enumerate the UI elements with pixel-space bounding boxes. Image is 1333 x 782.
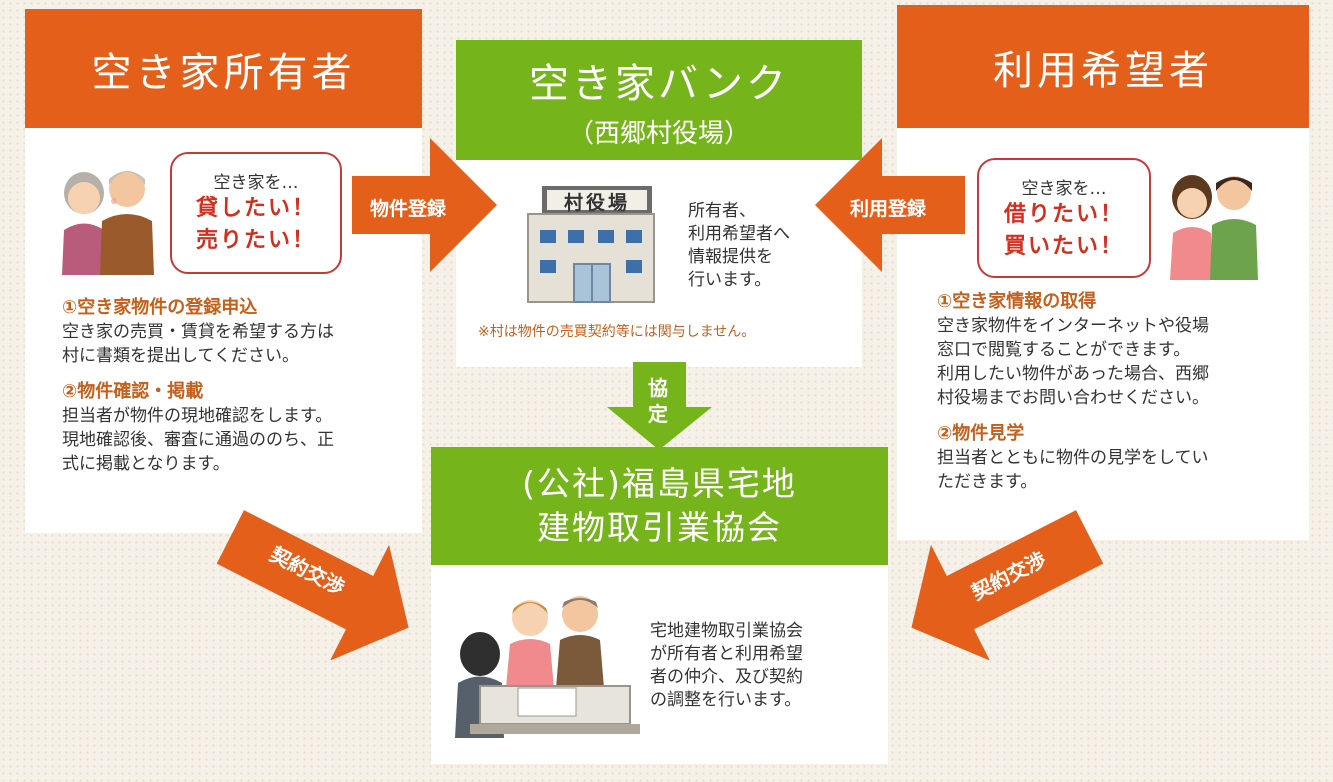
- owner-step2-text-1: 担当者が物件の現地確認をします。: [62, 406, 333, 426]
- owner-step1-text-2: 村に書類を提出してください。: [62, 346, 299, 366]
- bank-subtitle: （西郷村役場）: [567, 118, 750, 149]
- agreement-label-1: 協: [648, 376, 668, 400]
- owner-register-label: 物件登録: [370, 198, 447, 220]
- bank-info-3: 情報提供を: [688, 247, 773, 267]
- user-register-label: 利用登録: [850, 198, 927, 220]
- association-info-2: が所有者と利用希望: [650, 644, 803, 664]
- user-step1-title: ①空き家情報の取得: [937, 291, 1097, 312]
- bank-info-2: 利用希望者へ: [688, 224, 790, 244]
- agreement-arrow: [607, 362, 712, 450]
- association-info-4: の調整を行います。: [650, 690, 802, 710]
- bank-title: 空き家バンク: [529, 60, 789, 107]
- bank-info: 所有者、 利用希望者へ 情報提供を 行います。: [688, 200, 790, 292]
- association-info-3: 者の仲介、及び契約: [650, 667, 803, 687]
- bank-info-1: 所有者、: [688, 201, 756, 221]
- association-header: (公社)福島県宅地 建物取引業協会: [431, 447, 888, 565]
- village-office-building-icon: [527, 186, 655, 303]
- user-header: 利用希望者: [897, 5, 1309, 128]
- user-step1-text-2: 窓口で閲覧することができます。: [937, 340, 1191, 360]
- owner-register-arrow: [352, 138, 497, 272]
- owner-step1-title: ①空き家物件の登録申込: [62, 297, 258, 318]
- user-steps: ①空き家情報の取得 空き家物件をインターネットや役場 窓口で閲覧することができま…: [937, 290, 1287, 494]
- owner-speech-bubble: 空き家を… 貸したい！ 売りたい！: [170, 152, 342, 274]
- association-title-line2: 建物取引業協会: [537, 508, 782, 547]
- owner-bubble-line3: 売りたい！: [195, 228, 316, 253]
- negotiation-arrow-left: [216, 510, 409, 660]
- bank-info-4: 行います。: [688, 270, 772, 290]
- user-bubble-line2: 借りたい！: [1003, 202, 1124, 227]
- owner-title: 空き家所有者: [91, 49, 356, 96]
- owner-step1-text-1: 空き家の売買・賃貸を希望する方は: [62, 322, 334, 342]
- user-step2-title: ②物件見学: [937, 423, 1025, 444]
- elderly-couple-illustration: [62, 171, 154, 275]
- bank-note: ※村は物件の売買契約等には関与しません。: [478, 324, 756, 340]
- consultation-illustration: [455, 596, 640, 738]
- association-info: 宅地建物取引業協会 が所有者と利用希望 者の仲介、及び契約 の調整を行います。: [650, 620, 803, 712]
- user-speech-bubble: 空き家を… 借りたい！ 買いたい！: [977, 158, 1151, 278]
- association-info-1: 宅地建物取引業協会: [650, 621, 803, 641]
- bank-header: 空き家バンク （西郷村役場）: [456, 40, 862, 160]
- owner-bubble-line1: 空き家を…: [213, 173, 299, 193]
- user-register-arrow: [815, 138, 965, 272]
- user-title: 利用希望者: [993, 47, 1213, 94]
- owner-step2-title: ②物件確認・掲載: [62, 381, 204, 402]
- user-step2-text-2: ただきます。: [937, 472, 1038, 492]
- agreement-label-2: 定: [648, 402, 668, 426]
- bank-panel: [456, 160, 862, 367]
- young-couple-illustration: [1170, 175, 1258, 280]
- owner-header: 空き家所有者: [25, 9, 422, 128]
- user-bubble-line1: 空き家を…: [1021, 179, 1107, 199]
- negotiation-arrow-right: [911, 510, 1104, 660]
- owner-bubble-line2: 貸したい！: [195, 196, 316, 221]
- association-title-line1: (公社)福島県宅地: [522, 464, 797, 503]
- owner-step2-text-3: 式に掲載となります。: [62, 454, 230, 474]
- owner-steps: ①空き家物件の登録申込 空き家の売買・賃貸を希望する方は 村に書類を提出してくだ…: [62, 296, 407, 476]
- user-step1-text-4: 村役場までお問い合わせください。: [937, 388, 1209, 408]
- user-step1-text-1: 空き家物件をインターネットや役場: [937, 316, 1209, 336]
- user-bubble-line3: 買いたい！: [1003, 234, 1124, 259]
- owner-step2-text-2: 現地確認後、審査に通過ののち、正: [62, 430, 334, 450]
- user-step2-text-1: 担当者とともに物件の見学をしてい: [937, 448, 1209, 468]
- village-office-sign: 村役場: [563, 192, 630, 214]
- user-step1-text-3: 利用したい物件があった場合、西郷: [937, 364, 1209, 384]
